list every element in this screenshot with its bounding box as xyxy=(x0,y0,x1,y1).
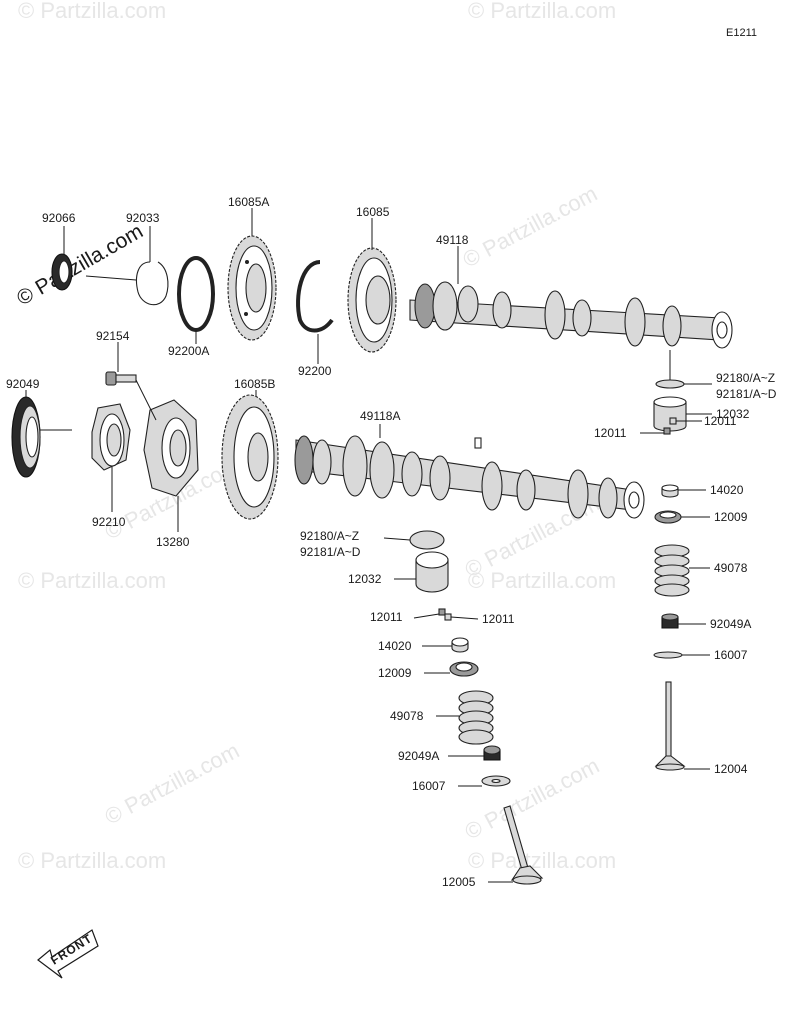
label-13280[interactable]: 13280 xyxy=(156,535,190,549)
label-92180-right[interactable]: 92180/A~Z xyxy=(716,371,775,385)
part-12009-seat-center[interactable] xyxy=(449,661,479,677)
part-12032-tappet-center[interactable] xyxy=(415,551,449,593)
label-16085A[interactable]: 16085A xyxy=(228,195,269,209)
label-92200[interactable]: 92200 xyxy=(298,364,332,378)
watermark-text: © Partzilla.com xyxy=(101,738,244,830)
part-92200-ring[interactable] xyxy=(296,260,334,333)
label-92033[interactable]: 92033 xyxy=(126,211,160,225)
diagram-reference-code: E1211 xyxy=(726,27,757,39)
part-92049-oil-seal[interactable] xyxy=(11,396,41,478)
leader-lines xyxy=(25,208,712,883)
label-12011-right-a[interactable]: 12011 xyxy=(704,414,737,428)
label-12004[interactable]: 12004 xyxy=(714,762,748,776)
part-49118A-camshaft[interactable] xyxy=(294,435,645,519)
part-labels: 92066 92033 16085A 16085 49118 92200A 92… xyxy=(6,195,777,889)
part-14020-retainer-right[interactable] xyxy=(661,484,679,498)
label-16007-center[interactable]: 16007 xyxy=(412,779,446,793)
label-92210[interactable]: 92210 xyxy=(92,515,126,529)
watermark-text: © Partzilla.com xyxy=(461,753,604,845)
label-49078-center[interactable]: 49078 xyxy=(390,709,424,723)
label-92066[interactable]: 92066 xyxy=(42,211,76,225)
part-16085B-gear[interactable] xyxy=(221,394,279,520)
watermark-brand-text: © Partzilla.com xyxy=(13,220,147,311)
part-16007-washer-center[interactable] xyxy=(481,775,511,787)
watermark-text: © Partzilla.com xyxy=(18,848,166,873)
part-92049A-seal-center[interactable] xyxy=(483,745,501,761)
label-12011-right-b[interactable]: 12011 xyxy=(594,426,627,440)
part-92154-bolt[interactable] xyxy=(105,371,137,386)
front-direction-arrow: FRONT xyxy=(37,929,99,979)
label-16085[interactable]: 16085 xyxy=(356,205,390,219)
label-49118[interactable]: 49118 xyxy=(436,233,469,247)
label-14020-center[interactable]: 14020 xyxy=(378,639,412,653)
part-12005-valve[interactable] xyxy=(503,805,544,885)
part-16007-washer-right[interactable] xyxy=(653,651,683,659)
label-49118A[interactable]: 49118A xyxy=(360,409,400,423)
part-92180-shim-right[interactable] xyxy=(655,379,685,389)
watermark-text: © Partzilla.com xyxy=(18,0,166,23)
part-49078-spring-center[interactable] xyxy=(458,690,494,745)
part-49118-camshaft[interactable] xyxy=(409,281,733,349)
part-92033-circlip[interactable] xyxy=(135,261,169,306)
part-92066-oil-seal[interactable] xyxy=(51,253,73,291)
part-12011-cotter-center[interactable] xyxy=(438,608,452,621)
label-92049[interactable]: 92049 xyxy=(6,377,40,391)
watermark-text: © Partzilla.com xyxy=(468,0,616,23)
part-92210-nut[interactable] xyxy=(91,403,131,471)
label-92154[interactable]: 92154 xyxy=(96,329,130,343)
watermark-text: © Partzilla.com xyxy=(468,568,616,593)
part-12032-tappet-right[interactable] xyxy=(653,396,687,432)
label-12005[interactable]: 12005 xyxy=(442,875,476,889)
label-12032-right[interactable]: 12032 xyxy=(716,407,750,421)
label-14020-right[interactable]: 14020 xyxy=(710,483,744,497)
part-16085-gear[interactable] xyxy=(347,247,397,353)
part-13280-holder[interactable] xyxy=(143,399,199,497)
label-92049A-right[interactable]: 92049A xyxy=(710,617,751,631)
part-12004-valve[interactable] xyxy=(654,681,686,771)
label-12011-center-a[interactable]: 12011 xyxy=(370,610,403,624)
watermark-text: © Partzilla.com xyxy=(459,181,602,273)
part-92200A-ring[interactable] xyxy=(177,256,215,332)
label-16085B[interactable]: 16085B xyxy=(234,377,275,391)
part-16085A-gear[interactable] xyxy=(227,235,277,341)
part-92180-shim-center[interactable] xyxy=(409,530,445,550)
watermark-text: © Partzilla.com xyxy=(468,848,616,873)
label-92049A-center[interactable]: 92049A xyxy=(398,749,439,763)
label-49078-right[interactable]: 49078 xyxy=(714,561,748,575)
label-12009-center[interactable]: 12009 xyxy=(378,666,412,680)
label-92200A[interactable]: 92200A xyxy=(168,344,209,358)
label-92180-center[interactable]: 92180/A~Z xyxy=(300,529,359,543)
part-14020-retainer-center[interactable] xyxy=(451,637,469,653)
label-92181-right[interactable]: 92181/A~D xyxy=(716,387,777,401)
label-12011-center-b[interactable]: 12011 xyxy=(482,612,515,626)
part-12009-seat-right[interactable] xyxy=(654,510,682,524)
label-12032-center[interactable]: 12032 xyxy=(348,572,382,586)
watermark-text: © Partzilla.com xyxy=(18,568,166,593)
label-16007-right[interactable]: 16007 xyxy=(714,648,748,662)
part-92049A-seal-right[interactable] xyxy=(661,613,679,629)
label-92181-center[interactable]: 92181/A~D xyxy=(300,545,361,559)
label-12009-right[interactable]: 12009 xyxy=(714,510,748,524)
part-49078-spring-right[interactable] xyxy=(654,544,690,597)
